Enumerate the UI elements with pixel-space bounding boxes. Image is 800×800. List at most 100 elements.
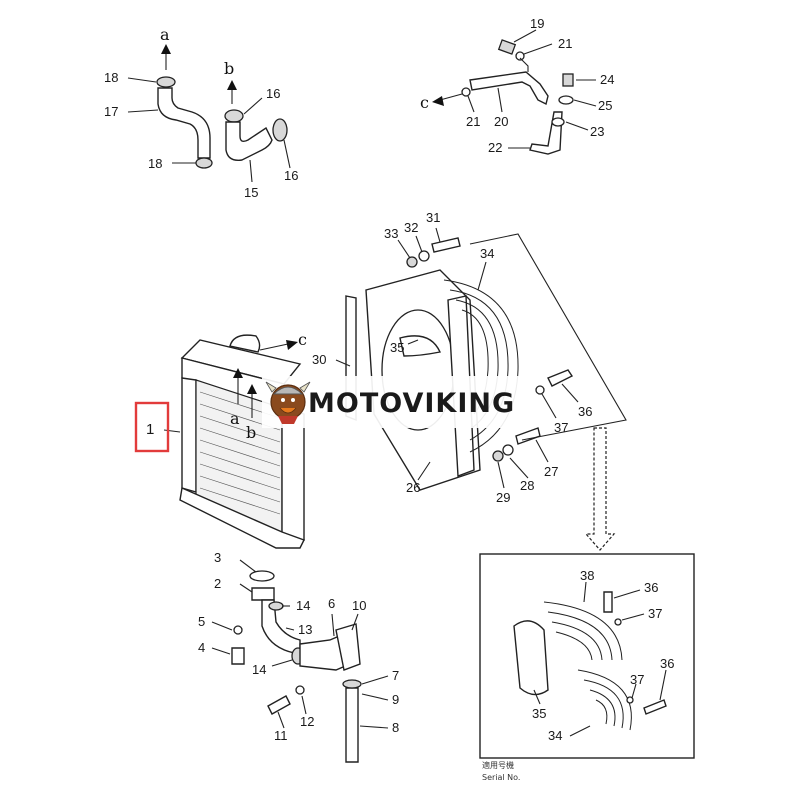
- washer-12: [295, 685, 305, 695]
- detail-callout-36a: 36: [644, 580, 658, 595]
- callout-11: 11: [274, 728, 288, 743]
- callout-23: 23: [590, 124, 604, 139]
- detail-bolt-36-top: [603, 591, 613, 613]
- arrow-head-c-top-icon: [432, 96, 444, 106]
- callout-32: 32: [404, 220, 418, 235]
- bolt-36-upper: [547, 369, 574, 387]
- clamp-16-side: [272, 118, 288, 142]
- fan-blade-35: [399, 335, 442, 357]
- callout-21b: 21: [466, 114, 480, 129]
- callout-37: 37: [554, 420, 568, 435]
- callout-35: 35: [390, 340, 404, 355]
- clamp-14-top: [268, 601, 284, 611]
- nut-23: [551, 117, 565, 127]
- callout-29: 29: [496, 490, 510, 505]
- detail-guard-34: [577, 669, 632, 731]
- bolt-31: [431, 237, 461, 253]
- washer-32: [418, 250, 430, 262]
- callout-14b: 14: [252, 662, 266, 677]
- callout-6: 6: [328, 596, 335, 611]
- callout-15: 15: [244, 185, 258, 200]
- callout-14a: 14: [296, 598, 310, 613]
- washer-25: [558, 95, 574, 105]
- filler-neck: [229, 334, 261, 353]
- callout-17: 17: [104, 104, 118, 119]
- elbow-19: [497, 39, 517, 55]
- watermark-text: MOTOVIKING: [308, 388, 515, 419]
- callout-1: 1: [146, 421, 154, 438]
- callout-10: 10: [352, 598, 366, 613]
- callout-4: 4: [198, 640, 205, 655]
- callout-22: 22: [488, 140, 502, 155]
- callout-19: 19: [530, 16, 544, 31]
- bolt-24: [562, 73, 574, 87]
- letter-b-mid: b: [246, 423, 256, 442]
- hose-13: [261, 599, 301, 655]
- highlight-box: [134, 401, 170, 453]
- callout-16a: 16: [266, 86, 280, 101]
- drain-hose-8: [345, 687, 359, 763]
- clamp-7: [342, 679, 362, 689]
- detail-callout-37a: 37: [648, 606, 662, 621]
- detail-callout-36b: 36: [660, 656, 674, 671]
- washer-21-left: [461, 87, 471, 97]
- callout-27: 27: [544, 464, 558, 479]
- washer-28: [502, 444, 514, 456]
- callout-21a: 21: [558, 36, 572, 51]
- callout-26: 26: [406, 480, 420, 495]
- drain-pipe-group: c: [420, 29, 597, 155]
- watermark: MOTOVIKING: [262, 376, 532, 428]
- radiator-left-frame: [181, 377, 197, 493]
- serial-label-jp: 適用号機: [482, 760, 514, 770]
- letter-c-mid: c: [298, 330, 307, 349]
- callout-30: 30: [312, 352, 326, 367]
- callout-34: 34: [480, 246, 494, 261]
- arrow-head-b-mid-icon: [247, 384, 257, 394]
- arrow-head-c-mid-icon: [286, 340, 298, 350]
- bracket-10: [335, 623, 361, 671]
- callout-31: 31: [426, 210, 440, 225]
- washer-37-upper: [535, 385, 545, 395]
- callout-18b: 18: [148, 156, 162, 171]
- clamp-18-bottom: [195, 157, 213, 169]
- lower-pipe-group: [211, 559, 389, 763]
- arrow-head-a-icon: [161, 44, 171, 54]
- detail-bolt-36-bottom: [643, 699, 667, 715]
- callout-5: 5: [198, 614, 205, 629]
- letter-a-top: a: [160, 25, 170, 44]
- viking-logo-icon: [265, 381, 311, 424]
- callout-13: 13: [298, 622, 312, 637]
- letter-c-top: c: [420, 93, 429, 112]
- callout-16b: 16: [284, 168, 298, 183]
- callout-2: 2: [214, 576, 221, 591]
- hose-17: [157, 87, 211, 159]
- detail-frame: [479, 553, 695, 759]
- upper-hose-group: a b: [127, 25, 291, 183]
- clamp-18-top: [156, 76, 176, 88]
- radiator-assembly: c a b: [163, 330, 307, 549]
- washer-21-top: [515, 51, 525, 61]
- callout-12: 12: [300, 714, 314, 729]
- pipe-20: [469, 71, 549, 106]
- callout-18a: 18: [104, 70, 118, 85]
- letter-a-mid: a: [230, 409, 240, 428]
- clamp-16-top: [224, 109, 244, 123]
- bolt-11: [267, 695, 291, 715]
- detail-callout-38: 38: [580, 568, 594, 583]
- detail-box: 適用号機 Serial No.: [479, 553, 695, 782]
- callout-25: 25: [598, 98, 612, 113]
- flange-2: [251, 587, 275, 601]
- detail-arrow-icon: [584, 427, 616, 551]
- callout-8: 8: [392, 720, 399, 735]
- detail-callout-37b: 37: [630, 672, 644, 687]
- callout-3: 3: [214, 550, 221, 565]
- washer-5: [233, 625, 243, 635]
- callout-7: 7: [392, 668, 399, 683]
- callout-24: 24: [600, 72, 614, 87]
- detail-fan-35: [513, 620, 549, 696]
- hose-15: [225, 121, 273, 161]
- detail-washer-37-top: [614, 618, 622, 626]
- serial-label-en: Serial No.: [482, 773, 520, 782]
- bolt-4: [231, 647, 245, 665]
